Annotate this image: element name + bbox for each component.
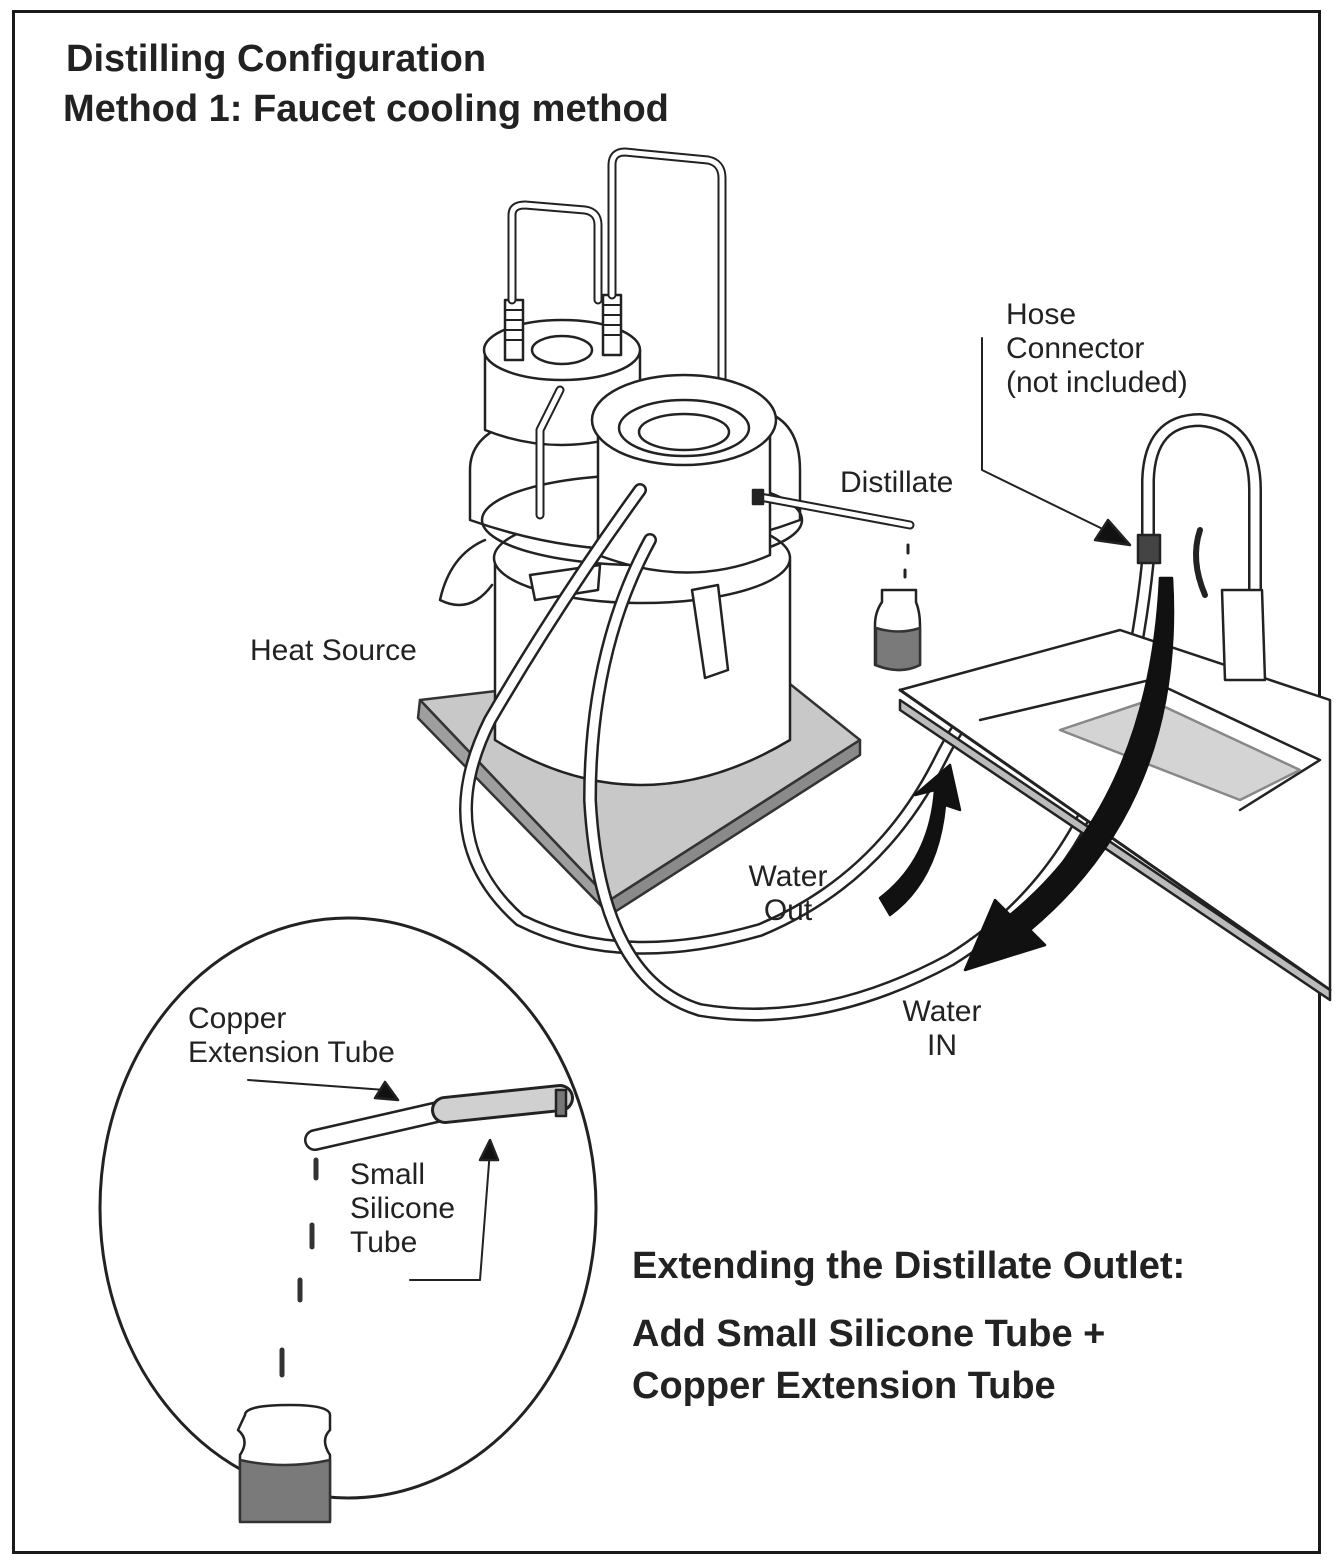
hose-connector-pointer <box>981 337 1132 547</box>
distillate-jar <box>873 543 922 672</box>
distillate-label: Distillate <box>840 466 954 499</box>
extension-note-line1: Add Small Silicone Tube + <box>632 1313 1106 1355</box>
faucet <box>1136 413 1267 682</box>
small-silicone-tube-label: Small Silicone Tube <box>350 1158 456 1259</box>
inset-circle <box>98 916 598 1524</box>
water-out-label: Water Out <box>748 860 828 927</box>
condenser <box>590 373 915 574</box>
extension-note-line2: Copper Extension Tube <box>632 1365 1056 1407</box>
flow-arrows <box>878 576 1175 972</box>
extension-note-heading: Extending the Distillate Outlet: <box>632 1245 1186 1287</box>
diagram-title-line2: Method 1: Faucet cooling method <box>63 88 669 130</box>
water-in-label: Water IN <box>902 995 982 1062</box>
hose-connector-label: Hose Connector (not included) <box>1006 298 1188 399</box>
diagram-title-line1: Distilling Configuration <box>66 38 487 80</box>
heat-source-label: Heat Source <box>250 634 417 667</box>
copper-extension-tube-label: Copper Extension Tube <box>188 1002 395 1069</box>
